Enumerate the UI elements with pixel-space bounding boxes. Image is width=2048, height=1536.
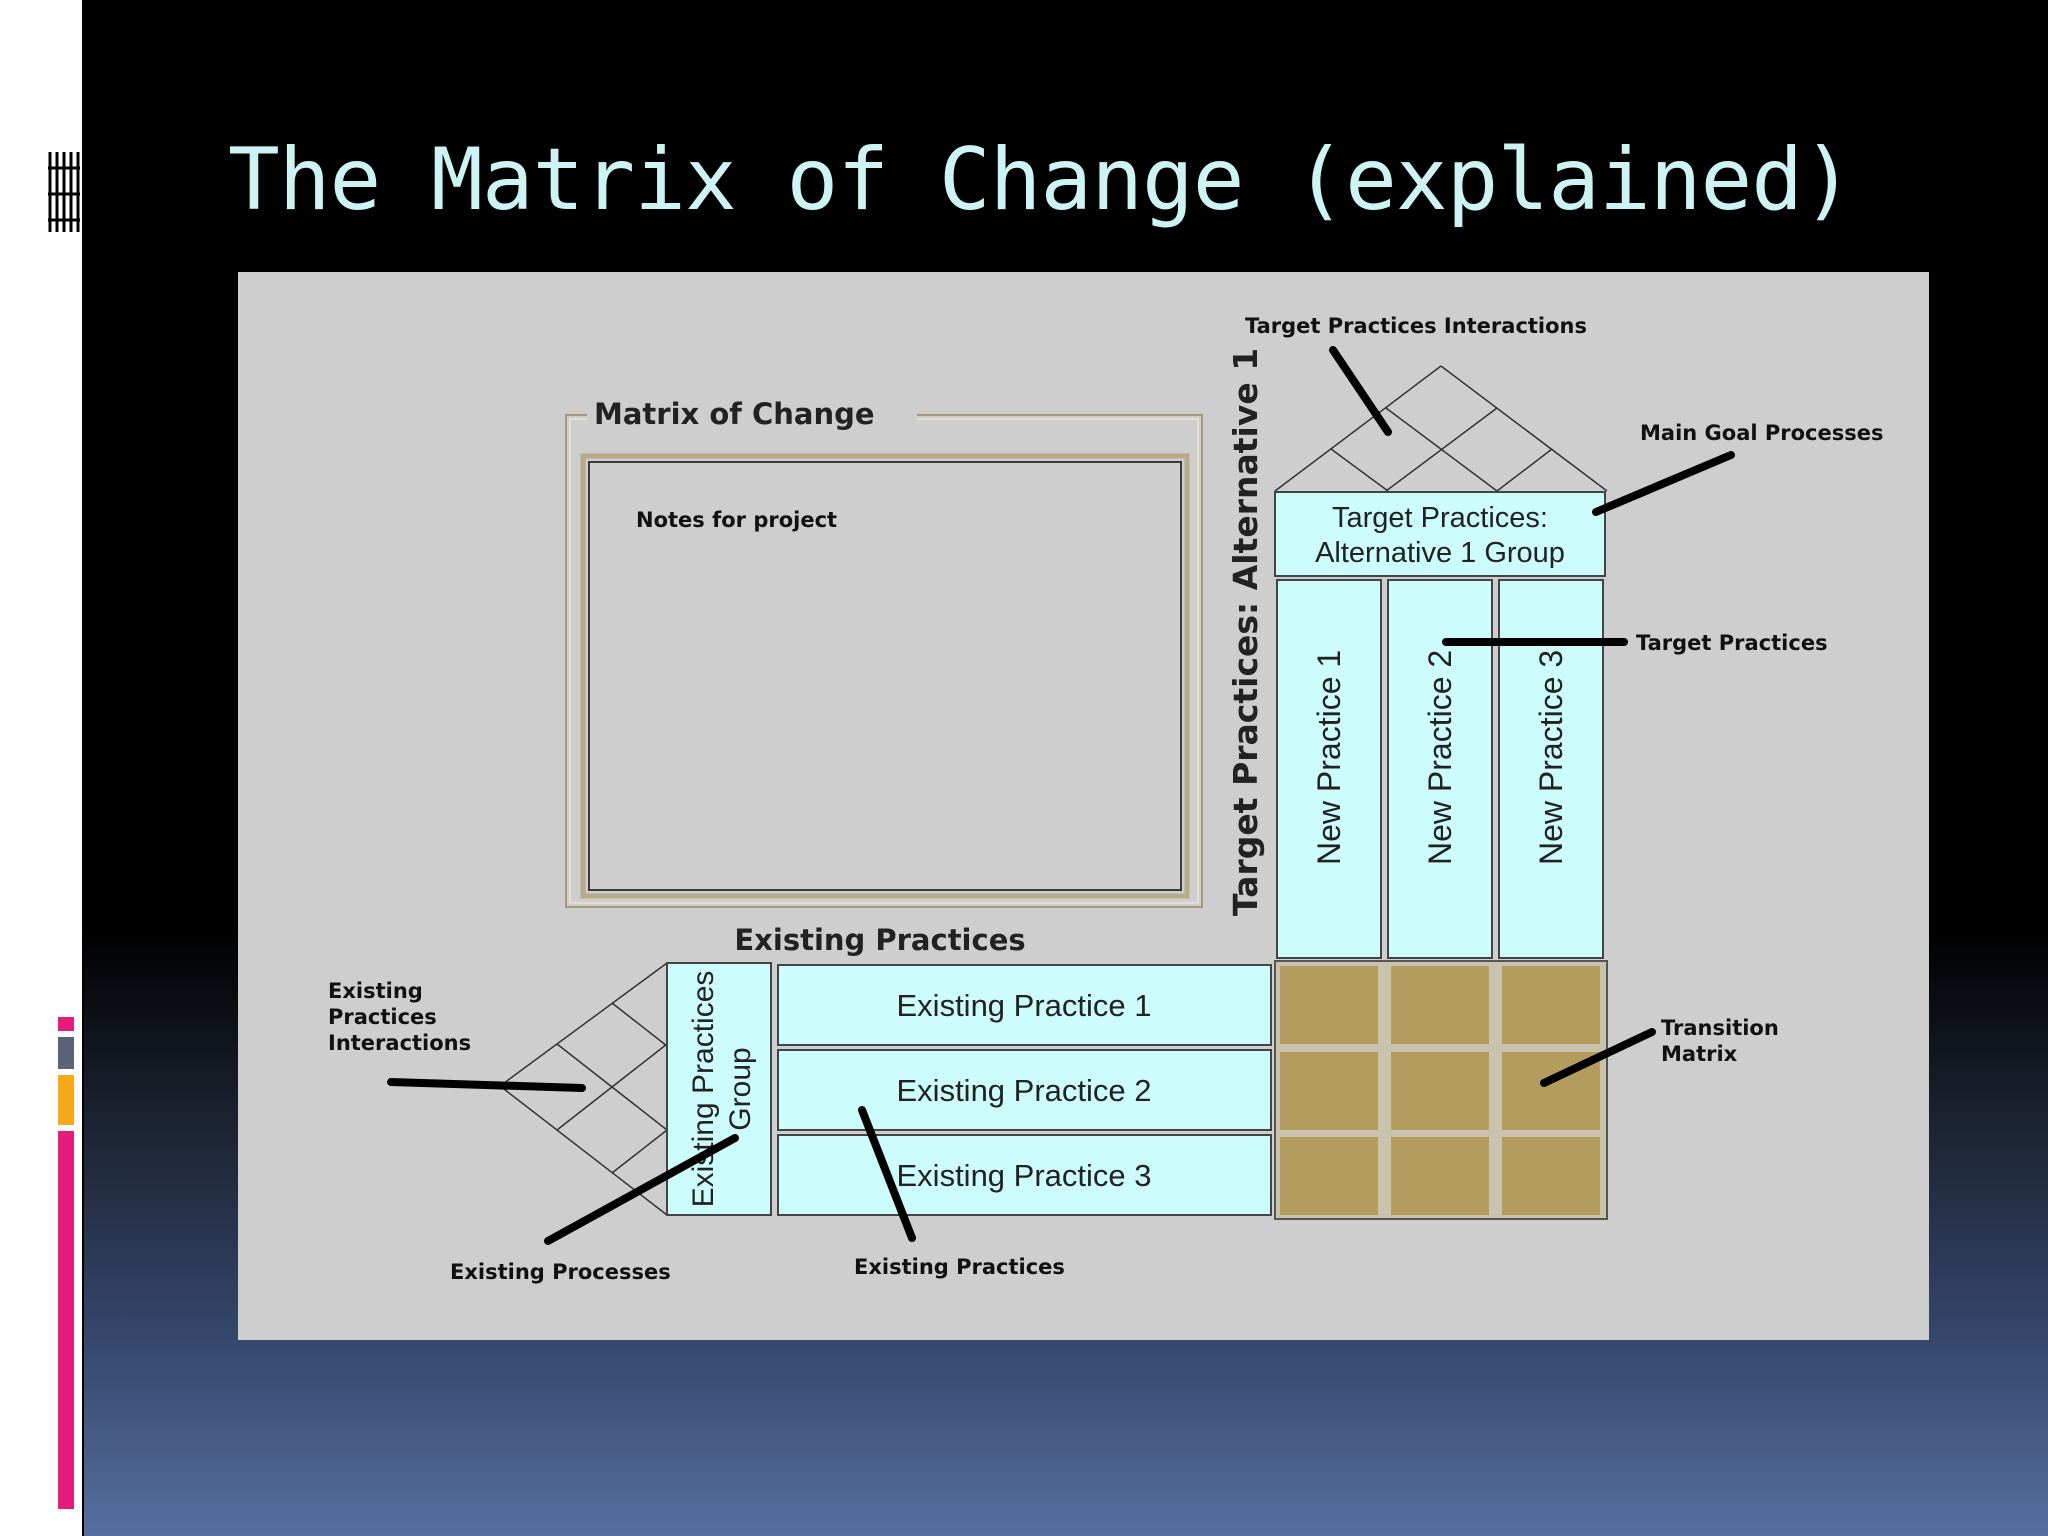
new-practice-columns: New Practice 1 New Practice 2 New Practi…: [1276, 579, 1604, 959]
existing-practice-1: Existing Practice 1: [897, 988, 1152, 1023]
existing-practices-heading: Existing Practices: [734, 923, 1025, 957]
new-practice-1: New Practice 1: [1311, 650, 1347, 865]
sidebar-divider: [82, 0, 84, 1536]
callout-transition-2: Matrix: [1661, 1042, 1738, 1066]
notes-label: Notes for project: [636, 508, 837, 532]
target-group-header: Target Practices: Alternative 1 Group: [1274, 491, 1606, 577]
target-group-line2: Alternative 1 Group: [1315, 537, 1565, 569]
accent-bar-orange: [58, 1075, 74, 1125]
matrix-diagram: Matrix of Change Notes for project Targe…: [328, 314, 1883, 1284]
transition-matrix-grid: [1274, 960, 1608, 1220]
callout-target-practices: Target Practices: [1636, 631, 1828, 655]
new-practice-2: New Practice 2: [1422, 650, 1458, 865]
callout-existing-practices: Existing Practices: [854, 1255, 1065, 1279]
callout-main-goal: Main Goal Processes: [1640, 421, 1883, 445]
existing-practice-rows: Existing Practice 1 Existing Practice 2 …: [777, 964, 1272, 1216]
callout-transition-1: Transition: [1661, 1016, 1779, 1040]
target-group-line1: Target Practices:: [1332, 502, 1548, 534]
matrix-of-change-box: Matrix of Change Notes for project: [565, 397, 1203, 908]
target-vertical-heading: Target Practices: Alternative 1: [1226, 348, 1265, 916]
callout-pointers: [387, 346, 1735, 1245]
callout-target-interactions: Target Practices Interactions: [1245, 314, 1587, 338]
accent-bar-slate: [58, 1037, 74, 1069]
existing-practice-2: Existing Practice 2: [897, 1073, 1152, 1108]
existing-group-line1: Existing Practices: [687, 971, 720, 1208]
existing-practice-3: Existing Practice 3: [897, 1158, 1152, 1193]
slide-title: The Matrix of Change (explained): [228, 130, 1854, 230]
callout-existing-interactions-1: Existing: [328, 979, 423, 1003]
accent-bar-pink-long: [58, 1131, 74, 1509]
accent-bar-pink-top: [58, 1017, 74, 1031]
new-practice-3: New Practice 3: [1533, 650, 1569, 865]
diagram-panel: Matrix of Change Notes for project Targe…: [238, 272, 1929, 1340]
existing-group-cell: Existing Practices Group: [666, 962, 772, 1216]
callout-existing-interactions-2: Practices: [328, 1005, 437, 1029]
matrix-of-change-legend: Matrix of Change: [594, 397, 875, 431]
grid-lines-icon: [48, 152, 80, 232]
callout-existing-interactions-3: Interactions: [328, 1031, 471, 1055]
target-interactions-roof: [1274, 365, 1608, 492]
callout-labels: Target Practices Interactions Main Goal …: [328, 314, 1883, 1284]
callout-existing-processes: Existing Processes: [450, 1260, 671, 1284]
existing-group-line2: Group: [724, 1047, 757, 1130]
